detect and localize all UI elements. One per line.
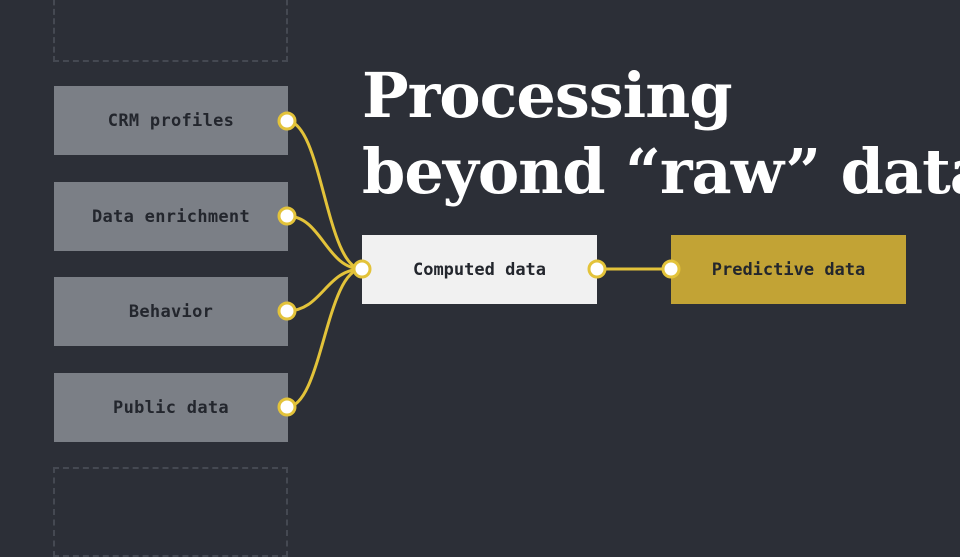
port-crm-profiles	[277, 111, 297, 131]
predictive-data-label: Predictive data	[711, 259, 866, 280]
source-label-behavior: Behavior	[128, 301, 214, 322]
port-data-enrichment	[277, 206, 297, 226]
source-box-crm-profiles: CRM profiles	[54, 86, 288, 155]
predictive-data-box: Predictive data	[671, 235, 906, 304]
source-box-public-data: Public data	[54, 373, 288, 442]
source-label-crm-profiles: CRM profiles	[107, 110, 235, 131]
computed-data-label: Computed data	[412, 259, 547, 280]
source-box-data-enrichment: Data enrichment	[54, 182, 288, 251]
source-label-data-enrichment: Data enrichment	[91, 206, 251, 227]
connector-data-enrichment	[286, 214, 363, 271]
computed-data-box: Computed data	[362, 235, 597, 304]
page-title: Processing beyond “raw” data	[362, 58, 960, 210]
source-box-behavior: Behavior	[54, 277, 288, 346]
connector-crm-profiles	[286, 119, 363, 271]
port-behavior	[277, 301, 297, 321]
connector-lines	[277, 111, 681, 417]
title-line-1: Processing	[362, 59, 733, 132]
connector-behavior	[286, 267, 363, 313]
source-label-public-data: Public data	[113, 397, 229, 418]
port-predictive-in	[661, 259, 681, 279]
port-computed-in	[352, 259, 372, 279]
port-computed-out	[587, 259, 607, 279]
title-line-2: beyond “raw” data	[362, 135, 960, 208]
port-public-data	[277, 397, 297, 417]
connector-public-data	[286, 267, 363, 409]
placeholder-box-top	[53, 0, 288, 62]
